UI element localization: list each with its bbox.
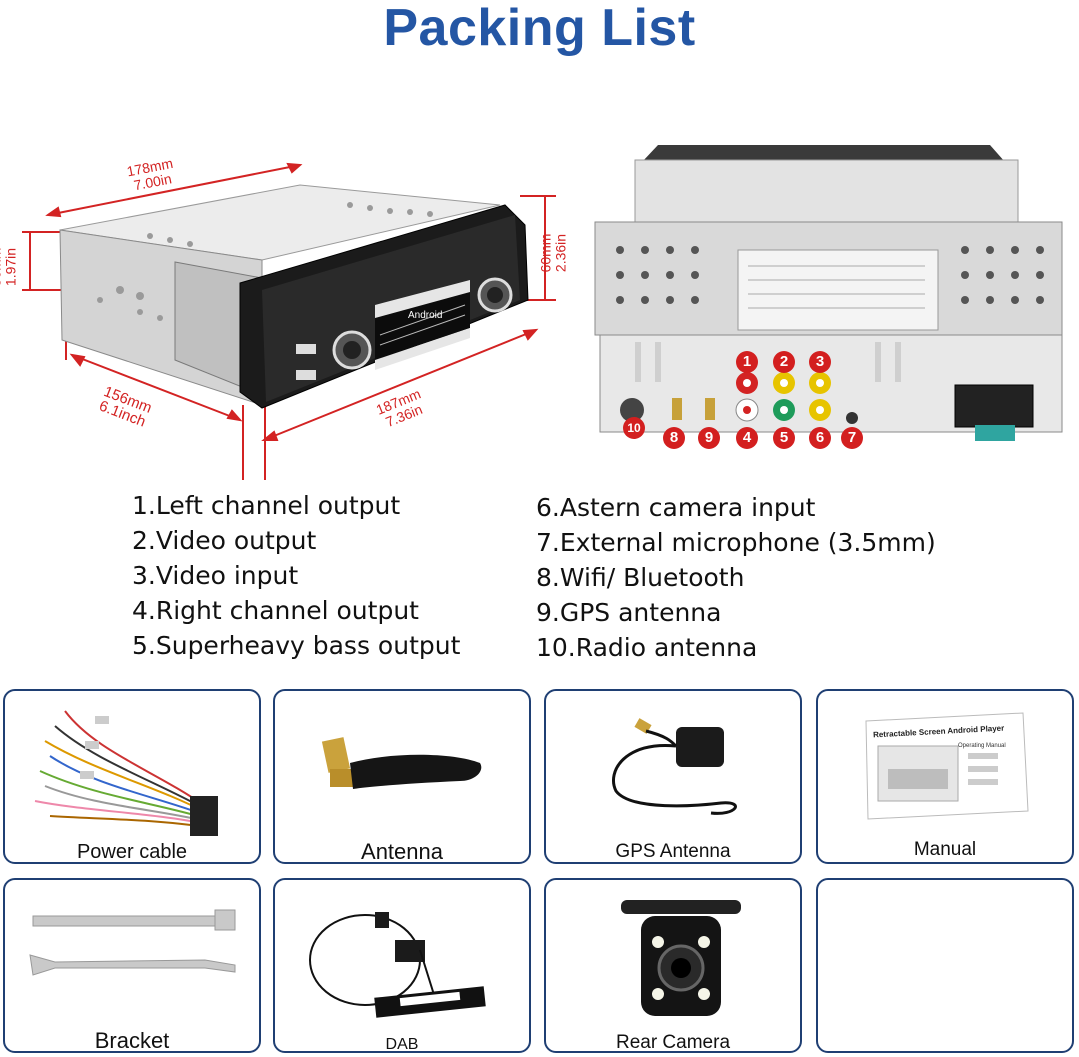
port-item: 8.Wifi/ Bluetooth <box>536 563 745 592</box>
port-marker-9: 9 <box>698 427 720 449</box>
page-title: Packing List <box>383 0 696 57</box>
accessory-label: Power cable <box>76 841 188 863</box>
port-marker-6: 6 <box>809 427 831 449</box>
port-item: 10.Radio antenna <box>536 633 758 662</box>
screen-label: Android <box>408 310 442 321</box>
manual-image <box>865 712 1029 820</box>
antenna-image <box>321 737 482 789</box>
port-item: 2.Video output <box>132 526 317 555</box>
accessory-card-gps-antenna: GPS Antenna <box>544 689 802 864</box>
accessory-label: Manual <box>913 839 977 860</box>
port-list-left: 1.Left channel output 2.Video output 3.V… <box>132 488 460 663</box>
accessory-card-dab: DAB <box>273 878 531 1053</box>
head-unit-illustration: Android <box>22 162 556 480</box>
rear-camera-image <box>621 900 741 1016</box>
accessory-label: Bracket <box>94 1028 170 1053</box>
accessory-card-antenna: Antenna <box>273 689 531 864</box>
port-item: 5.Superheavy bass output <box>132 631 461 660</box>
accessory-card-bracket: Bracket <box>3 878 261 1053</box>
accessory-label: DAB <box>385 1036 419 1053</box>
power-cable-image <box>34 710 218 836</box>
accessory-label: GPS Antenna <box>615 841 731 862</box>
port-marker-10: 10 <box>623 417 645 439</box>
accessory-card-manual: Retractable Screen Android Player Operat… <box>816 689 1074 864</box>
port-marker-2: 2 <box>773 351 795 373</box>
port-item: 7.External microphone (3.5mm) <box>536 528 936 557</box>
accessory-label: Rear Camera <box>615 1032 731 1053</box>
accessory-card-power-cable: Power cable <box>3 689 261 864</box>
port-list-right: 6.Astern camera input 7.External microph… <box>536 490 936 665</box>
accessory-label: Antenna <box>361 839 443 864</box>
port-item: 9.GPS antenna <box>536 598 722 627</box>
port-marker-8: 8 <box>663 427 685 449</box>
accessory-card-empty <box>816 878 1074 1053</box>
port-item: 1.Left channel output <box>132 491 401 520</box>
port-marker-7: 7 <box>841 427 863 449</box>
port-marker-4: 4 <box>736 427 758 449</box>
rear-panel-illustration <box>594 145 1063 441</box>
bracket-image <box>29 909 236 976</box>
port-marker-1: 1 <box>736 351 758 373</box>
manual-subtitle: Operating Manual <box>958 743 1006 749</box>
port-item: 3.Video input <box>132 561 299 590</box>
dab-image <box>309 912 486 1018</box>
port-item: 6.Astern camera input <box>536 493 816 522</box>
gps-antenna-image <box>612 718 737 815</box>
accessory-card-rear-camera: Rear Camera <box>544 878 802 1053</box>
port-marker-5: 5 <box>773 427 795 449</box>
port-item: 4.Right channel output <box>132 596 419 625</box>
port-marker-3: 3 <box>809 351 831 373</box>
